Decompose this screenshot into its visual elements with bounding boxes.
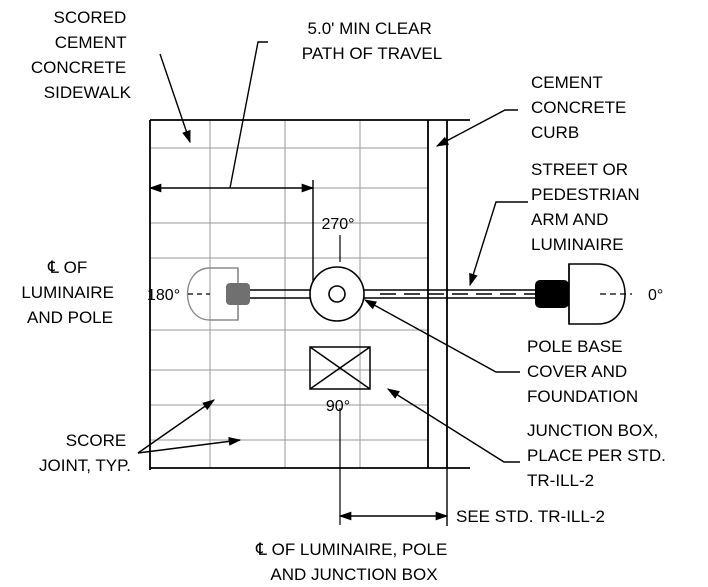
score-joint-label: SCORE JOINT, TYP. [39, 431, 131, 475]
sidewalk-label: SCORED CEMENT CONCRETE SIDEWALK [31, 8, 132, 102]
bottom-centerline-label: ℄ OF LUMINAIRE, POLE AND JUNCTION BOX [255, 540, 452, 584]
luminaire-180-head [226, 283, 250, 305]
clear-path-label: 5.0' MIN CLEAR PATH OF TRAVEL [302, 19, 442, 63]
clear-path-dimension [148, 41, 315, 282]
angle-270-label: 270° [321, 216, 354, 233]
leader-lines [137, 53, 528, 463]
angle-90-label: 90° [326, 398, 350, 415]
angle-180-label: 180° [147, 287, 180, 304]
pole-shaft [328, 285, 346, 303]
sidewalk-boundary [149, 119, 470, 470]
see-std-label: SEE STD. TR-ILL-2 [456, 507, 605, 526]
junction-box-label: JUNCTION BOX, PLACE PER STD. TR-ILL-2 [527, 421, 671, 490]
luminaire-0 [568, 263, 626, 325]
luminaire-arm [228, 289, 555, 299]
pole-base-label: POLE BASE COVER AND FOUNDATION [527, 337, 638, 406]
luminaire-0-head [535, 280, 569, 308]
arm-label: STREET OR PEDESTRIAN ARM AND LUMINAIRE [531, 160, 644, 254]
see-std-dimension [338, 468, 449, 526]
curb-label: CEMENT CONCRETE CURB [531, 73, 631, 142]
centerline-label: ℄ OF LUMINAIRE AND POLE [21, 258, 118, 327]
angle-0-label: 0° [648, 287, 663, 304]
junction-box [309, 346, 371, 390]
